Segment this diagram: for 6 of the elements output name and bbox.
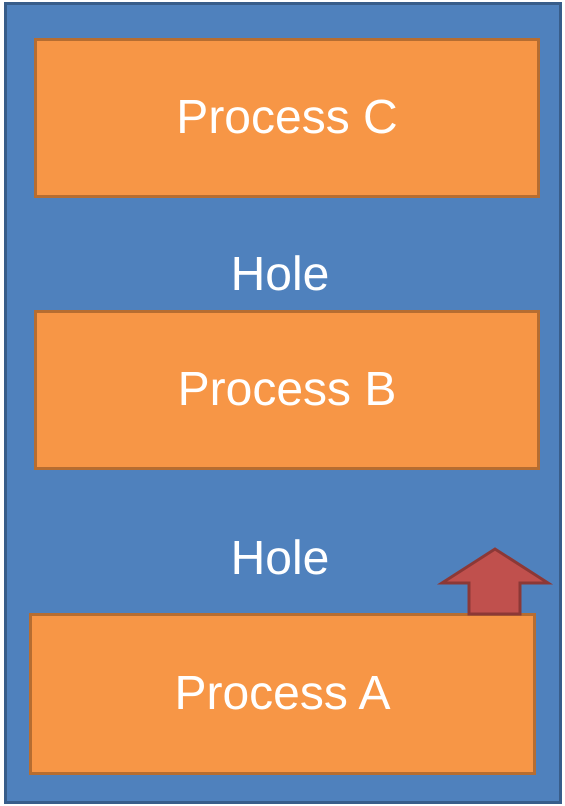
process-box: Process C [34,38,540,198]
hole-label: Hole [230,535,330,583]
process-box: Process A [29,613,536,775]
process-box: Process B [34,310,540,470]
hole-label: Hole [230,251,330,299]
panel-background [4,2,562,804]
